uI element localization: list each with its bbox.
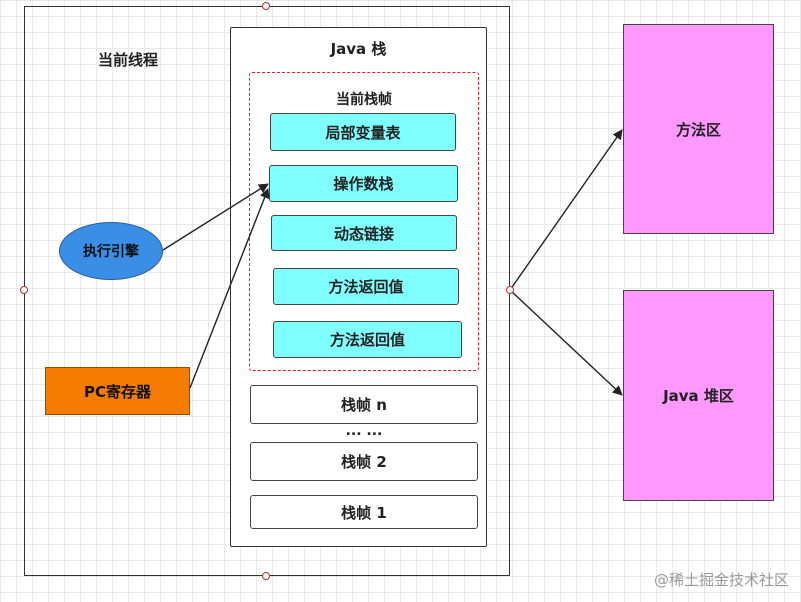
stack-frame-1: 栈帧 1 [250, 495, 478, 529]
method-return-value-1: 方法返回值 [273, 268, 459, 305]
current-frame-box [249, 72, 479, 371]
resize-handle-left[interactable] [20, 286, 28, 294]
pc-register: PC寄存器 [45, 367, 190, 415]
dynamic-linking: 动态链接 [271, 215, 457, 251]
execution-engine: 执行引擎 [59, 222, 163, 280]
resize-handle-top[interactable] [262, 2, 270, 10]
java-stack-label: Java 栈 [330, 40, 387, 58]
frames-ellipsis: ... ... [345, 423, 383, 439]
operand-stack: 操作数栈 [269, 165, 458, 202]
stack-frame-2: 栈帧 2 [250, 442, 478, 481]
method-return-value-2: 方法返回值 [273, 321, 462, 358]
thread-to-heap-arrow [509, 289, 623, 396]
resize-handle-right[interactable] [506, 286, 514, 294]
pc-to-operand-stack-arrow [189, 188, 270, 389]
current-thread-label: 当前线程 [98, 51, 159, 69]
current-frame-label: 当前栈帧 [336, 92, 392, 108]
engine-to-operand-stack-arrow [162, 183, 269, 251]
thread-to-method-area-arrow [509, 129, 623, 291]
local-variable-table: 局部变量表 [270, 113, 456, 151]
resize-handle-bottom[interactable] [262, 572, 270, 580]
stack-frame-n: 栈帧 n [250, 385, 478, 424]
java-heap: Java 堆区 [623, 290, 774, 501]
method-area: 方法区 [623, 24, 774, 234]
watermark-text: @稀土掘金技术社区 [653, 571, 789, 589]
